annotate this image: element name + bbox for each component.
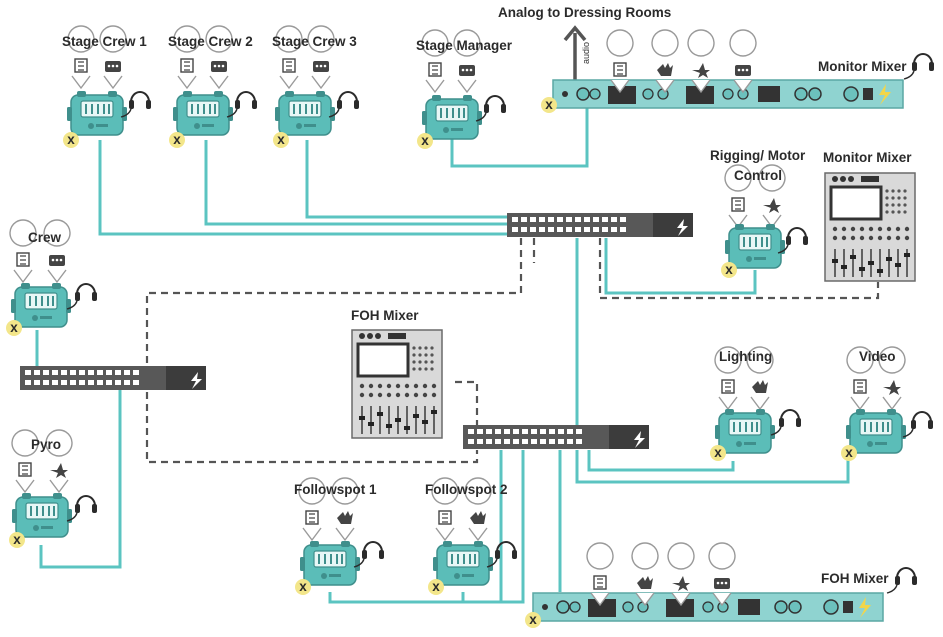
monitor-mixer-console <box>823 171 917 283</box>
monitor-mixer-rack: x audio <box>541 29 935 113</box>
bolt-icon <box>634 431 645 448</box>
headset-icon <box>902 411 934 438</box>
audio-tag: audio <box>581 42 591 64</box>
beltpack-badge: x <box>421 133 429 148</box>
stage-crew-3-label: Stage Crew 3 <box>272 34 357 49</box>
followspot-1-label: Followspot 1 <box>294 482 377 497</box>
beltpack-badge: x <box>13 532 21 547</box>
headset-icon <box>66 283 98 310</box>
monitor-mixer-rack-label: Monitor Mixer <box>818 59 907 74</box>
beltpack-badge: x <box>67 132 75 147</box>
beltpack-badge: x <box>299 579 307 594</box>
beltpack-followspot-2: x <box>428 477 518 595</box>
rack-badge: x <box>529 612 537 627</box>
monitor-mixer-console-label: Monitor Mixer <box>823 150 912 165</box>
network-switch-bottom <box>463 425 649 449</box>
analog-out-label: Analog to Dressing Rooms <box>498 5 671 20</box>
beltpack-badge: x <box>432 579 440 594</box>
dashed-cable-network <box>145 238 880 464</box>
beltpack-lighting: x <box>710 346 802 461</box>
rigging-label-line1: Rigging/ Motor <box>710 148 806 163</box>
beltpack-rigging: x <box>721 164 809 278</box>
beltpack-followspot-1: x <box>295 477 385 595</box>
headset-icon <box>886 567 918 594</box>
cable-network <box>35 96 850 604</box>
analog-out-arrow <box>563 25 587 80</box>
stage-crew-1-label: Stage Crew 1 <box>62 34 147 49</box>
switch-ports-top <box>512 217 626 232</box>
foh-mixer-console-label: FOH Mixer <box>351 308 419 323</box>
beltpack-badge: x <box>10 320 18 335</box>
stage-crew-2-label: Stage Crew 2 <box>168 34 253 49</box>
switch-ports-left <box>25 370 139 385</box>
network-switch-left <box>20 366 206 390</box>
beltpack-pyro: x <box>9 429 98 548</box>
network-switch-top <box>507 213 693 237</box>
headset-icon <box>770 409 802 436</box>
beltpack-badge: x <box>277 132 285 147</box>
rack-badge: x <box>545 97 553 112</box>
switch-ports-bottom <box>468 429 582 444</box>
bolt-icon <box>677 219 688 236</box>
beltpack-video: x <box>841 346 934 461</box>
beltpack-stage-crew-1: x <box>63 25 152 148</box>
beltpack-badge: x <box>725 262 733 277</box>
pyro-label: Pyro <box>31 437 61 452</box>
beltpack-badge: x <box>714 445 722 460</box>
beltpack-stage-crew-2: x <box>169 25 258 148</box>
lighting-label: Lighting <box>719 349 772 364</box>
headset-icon <box>903 53 935 80</box>
beltpack-stage-crew-3: x <box>273 25 360 148</box>
foh-mixer-rack-label: FOH Mixer <box>821 571 889 586</box>
beltpack-badge: x <box>173 132 181 147</box>
beltpack-badge: x <box>845 445 853 460</box>
beltpack-stage-manager: x <box>417 29 507 149</box>
beltpack-crew: x <box>6 219 98 336</box>
stage-manager-label: Stage Manager <box>416 38 513 53</box>
foh-mixer-rack: x <box>525 542 918 628</box>
followspot-2-label: Followspot 2 <box>425 482 508 497</box>
foh-mixer-console <box>350 328 444 440</box>
crew-label: Crew <box>28 230 62 245</box>
rigging-label-line2: Control <box>734 168 782 183</box>
video-label: Video <box>859 349 896 364</box>
bolt-icon <box>191 372 202 389</box>
